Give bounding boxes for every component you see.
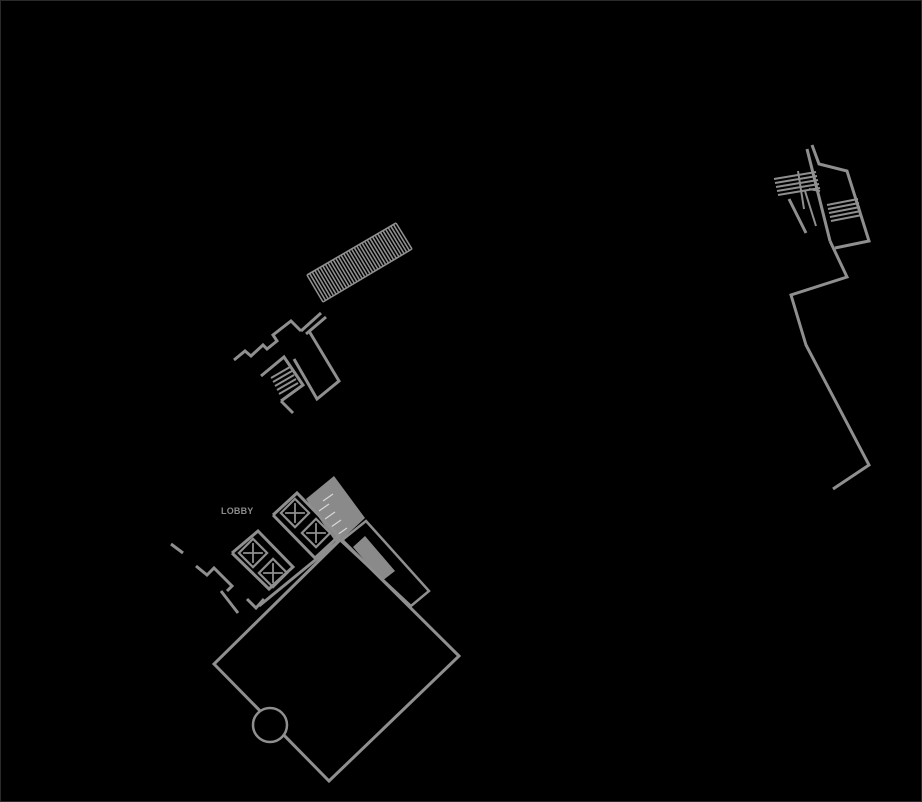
elevator-car-box [237,537,269,569]
stair-tread [361,242,379,270]
stair-tread [387,227,405,255]
stair-tread [350,248,369,276]
wall-line [804,190,817,227]
elevator-bank-outline [271,490,342,561]
north-east-wing [773,144,871,491]
stair-tread [828,206,861,214]
stair-tread [274,374,295,387]
elevator-car-box [279,497,311,529]
stair-tread [348,250,366,278]
stair-tread [345,251,363,280]
elevator-car-cross [306,532,326,534]
stair-tread [308,273,327,301]
stair-edge [306,222,397,276]
wall-line [219,590,240,614]
room-label-lobby: LOBBY [221,506,254,516]
stair-tread [335,257,353,286]
stair-tread [775,179,819,188]
elevator-car-icon [257,557,289,589]
stair-tread [327,262,345,290]
stair-tread [314,270,332,298]
stair-tread [332,259,350,287]
stair-fill [306,476,365,544]
stair-tread [829,210,862,218]
stair-tread [324,263,343,292]
stair-tread [395,222,413,250]
stair-tread [390,225,408,253]
stair-tread [358,243,377,272]
elevator-car-icon [300,517,332,549]
stair-tread [311,271,329,300]
stair-tread [342,253,361,281]
stair-tread [379,231,397,259]
wall-line [279,399,295,415]
south-west-wing [170,476,462,784]
stair-tread [363,240,382,269]
wall-line [789,240,871,491]
elevator-bank-outline [230,528,296,592]
stair-tread [276,378,297,391]
wall-line [797,170,805,210]
stair-tread [272,370,293,383]
ramp-outline [340,519,431,608]
ramp-fill [353,536,395,581]
stair-tread [270,366,291,379]
stair-tread [374,234,392,262]
stair-edge [322,248,413,303]
stair-tread [774,175,818,184]
stair-tread [773,171,817,180]
elevator-car-icon [237,537,269,569]
stair-tread [322,265,340,294]
wall-line [195,564,235,593]
wall-line [787,198,808,234]
main-hall-outline [211,536,462,784]
elevator-car-cross [285,512,305,514]
north-west-wing [233,222,413,415]
elevator-car-box [257,557,289,589]
stair-tread-mark [322,493,334,502]
stair-tread-mark [330,519,342,528]
elevator-car-box [300,517,332,549]
wall-line [292,330,341,402]
wall-line [170,542,184,555]
stair-tread [826,198,859,206]
wall-line [258,537,342,608]
wall-line [245,597,266,611]
stair-tread [392,224,411,251]
elevator-car-cross [263,572,283,574]
stair-tread [356,245,374,273]
elevator-car-icon [279,497,311,529]
stair-tread [316,268,335,297]
stair-tread [366,239,384,267]
wall-line [810,144,871,250]
wall-line [260,354,306,403]
stair-tread [306,274,324,303]
wall-line [808,188,821,192]
stair-tread [319,266,337,295]
stair-tread [371,236,390,264]
stair-tread-mark [324,511,336,520]
stair-tread [337,256,356,284]
stair-tread [827,202,860,210]
stair-tread [340,254,358,283]
stair-tread [830,214,863,222]
stair-tread [353,247,371,275]
elevator-car-cross [243,552,263,554]
stair-tread [369,237,387,266]
stair-tread [278,382,299,395]
stair-tread-mark [318,503,330,512]
stair-tread [376,233,395,261]
wall-line [299,311,323,333]
stair-tread [382,230,400,258]
column-circle-icon [251,706,289,744]
stair-tread [776,183,820,192]
stair-tread [329,260,348,289]
stair-tread [384,228,403,256]
wall-line [233,319,303,362]
wall-line [805,148,832,242]
